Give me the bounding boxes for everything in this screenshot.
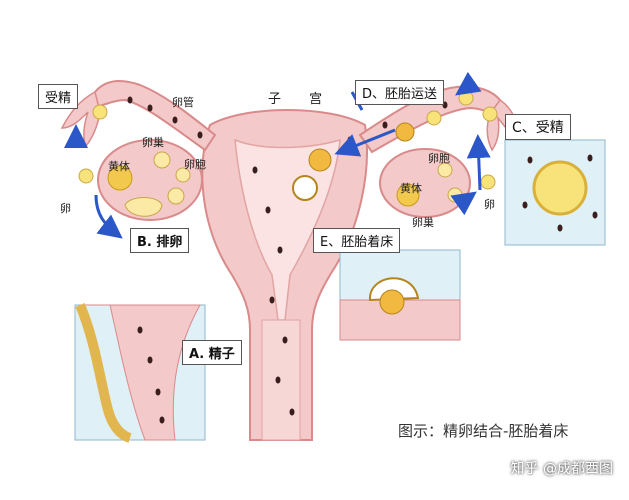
embryo-cluster-1 xyxy=(395,122,415,142)
egg-right-3 xyxy=(426,110,442,126)
label-right-follicle: 卵胞 xyxy=(428,152,450,165)
embryo-cluster-2 xyxy=(308,148,332,172)
egg-right-2 xyxy=(482,106,498,122)
label-right-ovary: 卵巢 xyxy=(412,216,434,229)
diagram-title: 子 宫 xyxy=(268,92,335,107)
embryo-blastocyst xyxy=(292,175,318,201)
inset-a-sperm xyxy=(137,326,165,424)
egg-right-4 xyxy=(480,174,496,190)
left-follicle-2 xyxy=(175,167,191,183)
label-left-fallopian: 卵管 xyxy=(172,96,194,109)
step-c-fertilization: C、受精 xyxy=(505,114,571,140)
step-e-implantation: E、胚胎着床 xyxy=(313,228,401,253)
right-follicle-2 xyxy=(447,187,463,203)
step-a-sperm: A. 精子 xyxy=(182,340,242,365)
watermark: 知乎 @成都西图 xyxy=(510,461,613,477)
label-right-corpus: 黄体 xyxy=(400,182,422,195)
left-follicle-1 xyxy=(153,151,171,169)
right-corpus-luteum xyxy=(396,183,420,207)
right-ovary xyxy=(379,148,471,218)
inset-e-cells xyxy=(379,289,405,315)
label-left-corpus: 黄体 xyxy=(108,160,130,173)
right-follicle-1 xyxy=(437,162,453,178)
diagram-caption: 图示：精卵结合-胚胎着床 xyxy=(398,422,569,440)
label-left-fertilization: 受精 xyxy=(38,84,79,109)
label-right-egg: 卵 xyxy=(484,198,495,211)
left-corpus-luteum xyxy=(107,165,133,191)
egg-right-1 xyxy=(458,90,474,106)
inset-c-egg xyxy=(532,160,588,216)
egg-left-2 xyxy=(78,168,94,184)
label-left-follicle: 卵胞 xyxy=(184,158,206,171)
step-d-transport: D、胚胎运送 xyxy=(355,80,445,105)
inset-c-sperm xyxy=(522,154,598,232)
left-fimbriae xyxy=(60,90,101,148)
left-ovulation-site xyxy=(124,197,163,217)
inset-a-walls xyxy=(75,303,132,443)
label-left-egg: 卵 xyxy=(60,202,71,215)
left-follicle-3 xyxy=(167,187,185,205)
egg-left-1 xyxy=(92,104,108,120)
step-b-ovulation: B. 排卵 xyxy=(130,228,190,253)
label-left-ovary: 卵巢 xyxy=(142,136,164,149)
cervical-canal xyxy=(261,319,301,441)
